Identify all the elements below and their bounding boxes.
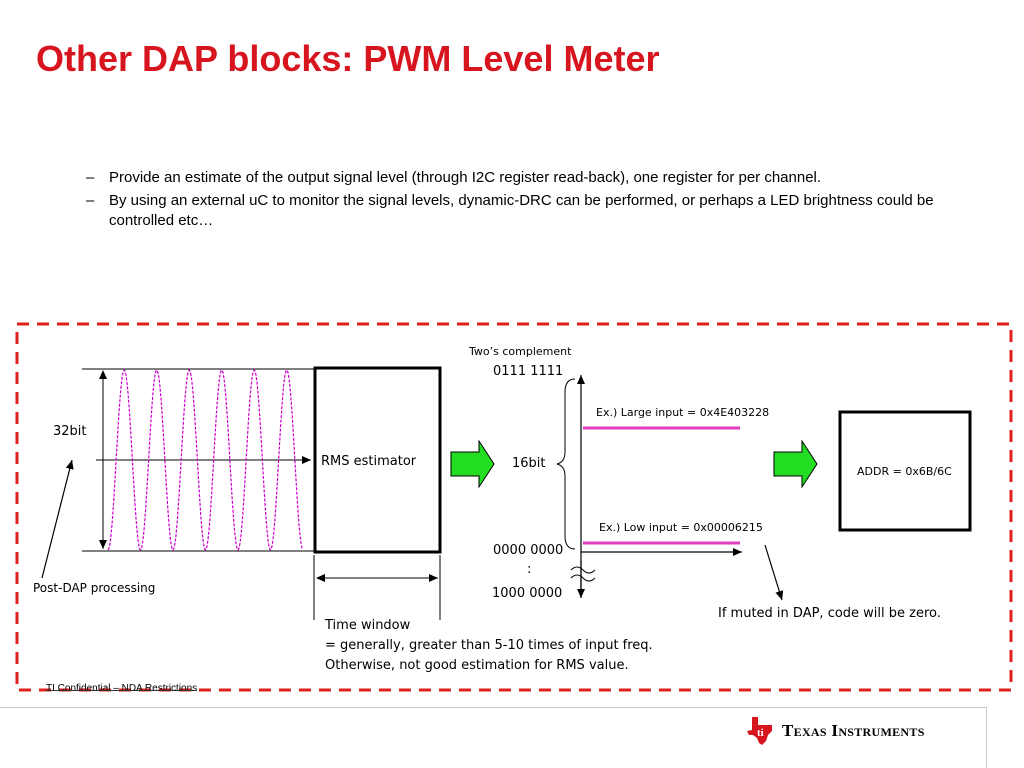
muted-arrow — [764, 544, 784, 601]
post-dap-label: Post-DAP processing — [33, 581, 156, 595]
zero-code-label: 0000 0000 — [493, 543, 564, 558]
bullet-dash: – — [86, 192, 95, 209]
bullet-text: Provide an estimate of the output signal… — [109, 169, 822, 186]
bullet-list: – Provide an estimate of the output sign… — [86, 168, 936, 234]
16bit-brace — [556, 378, 576, 550]
footer-divider — [0, 707, 987, 708]
rms-estimator-block — [313, 366, 442, 554]
time-window-line1: Time window — [325, 618, 411, 633]
sine-wave — [107, 369, 303, 552]
green-arrow-1 — [450, 439, 495, 489]
bullet-item: – By using an external uC to monitor the… — [86, 191, 936, 231]
post-dap-arrow — [41, 459, 74, 579]
bullet-text: By using an external uC to monitor the s… — [109, 192, 934, 229]
axis-break-icon — [570, 566, 596, 582]
ti-logo: ti Texas Instruments — [746, 716, 925, 746]
time-window-line2: = generally, greater than 5-10 times of … — [325, 638, 653, 653]
bullet-item: – Provide an estimate of the output sign… — [86, 168, 936, 188]
low-input-label: Ex.) Low input = 0x00006215 — [599, 521, 763, 534]
addr-block — [838, 410, 972, 532]
confidential-notice: TI Confidential – NDA Restrictions — [46, 683, 198, 694]
input-bits-label: 32bit — [53, 424, 87, 439]
addr-label: ADDR = 0x6B/6C — [857, 465, 952, 478]
time-window-note: Time window = generally, greater than 5-… — [325, 616, 653, 676]
large-input-label: Ex.) Large input = 0x4E403228 — [596, 406, 770, 419]
rms-estimator-label: RMS estimator — [321, 454, 417, 469]
footer-divider-vertical — [986, 707, 987, 768]
svg-text:ti: ti — [757, 727, 764, 739]
ti-logo-text: Texas Instruments — [782, 721, 925, 740]
max-code-label: 0111 1111 — [493, 364, 564, 379]
green-arrow-2 — [773, 439, 818, 489]
time-window-line3: Otherwise, not good estimation for RMS v… — [325, 658, 629, 673]
twos-complement-label: Two’s complement — [469, 345, 572, 358]
muted-note: If muted in DAP, code will be zero. — [718, 606, 941, 621]
page-title: Other DAP blocks: PWM Level Meter — [36, 38, 660, 79]
colon-label: : — [527, 562, 532, 577]
16bit-label: 16bit — [512, 456, 546, 471]
bullet-dash: – — [86, 169, 95, 186]
min-code-label: 1000 0000 — [492, 586, 563, 601]
texas-state-icon: ti — [747, 717, 772, 745]
